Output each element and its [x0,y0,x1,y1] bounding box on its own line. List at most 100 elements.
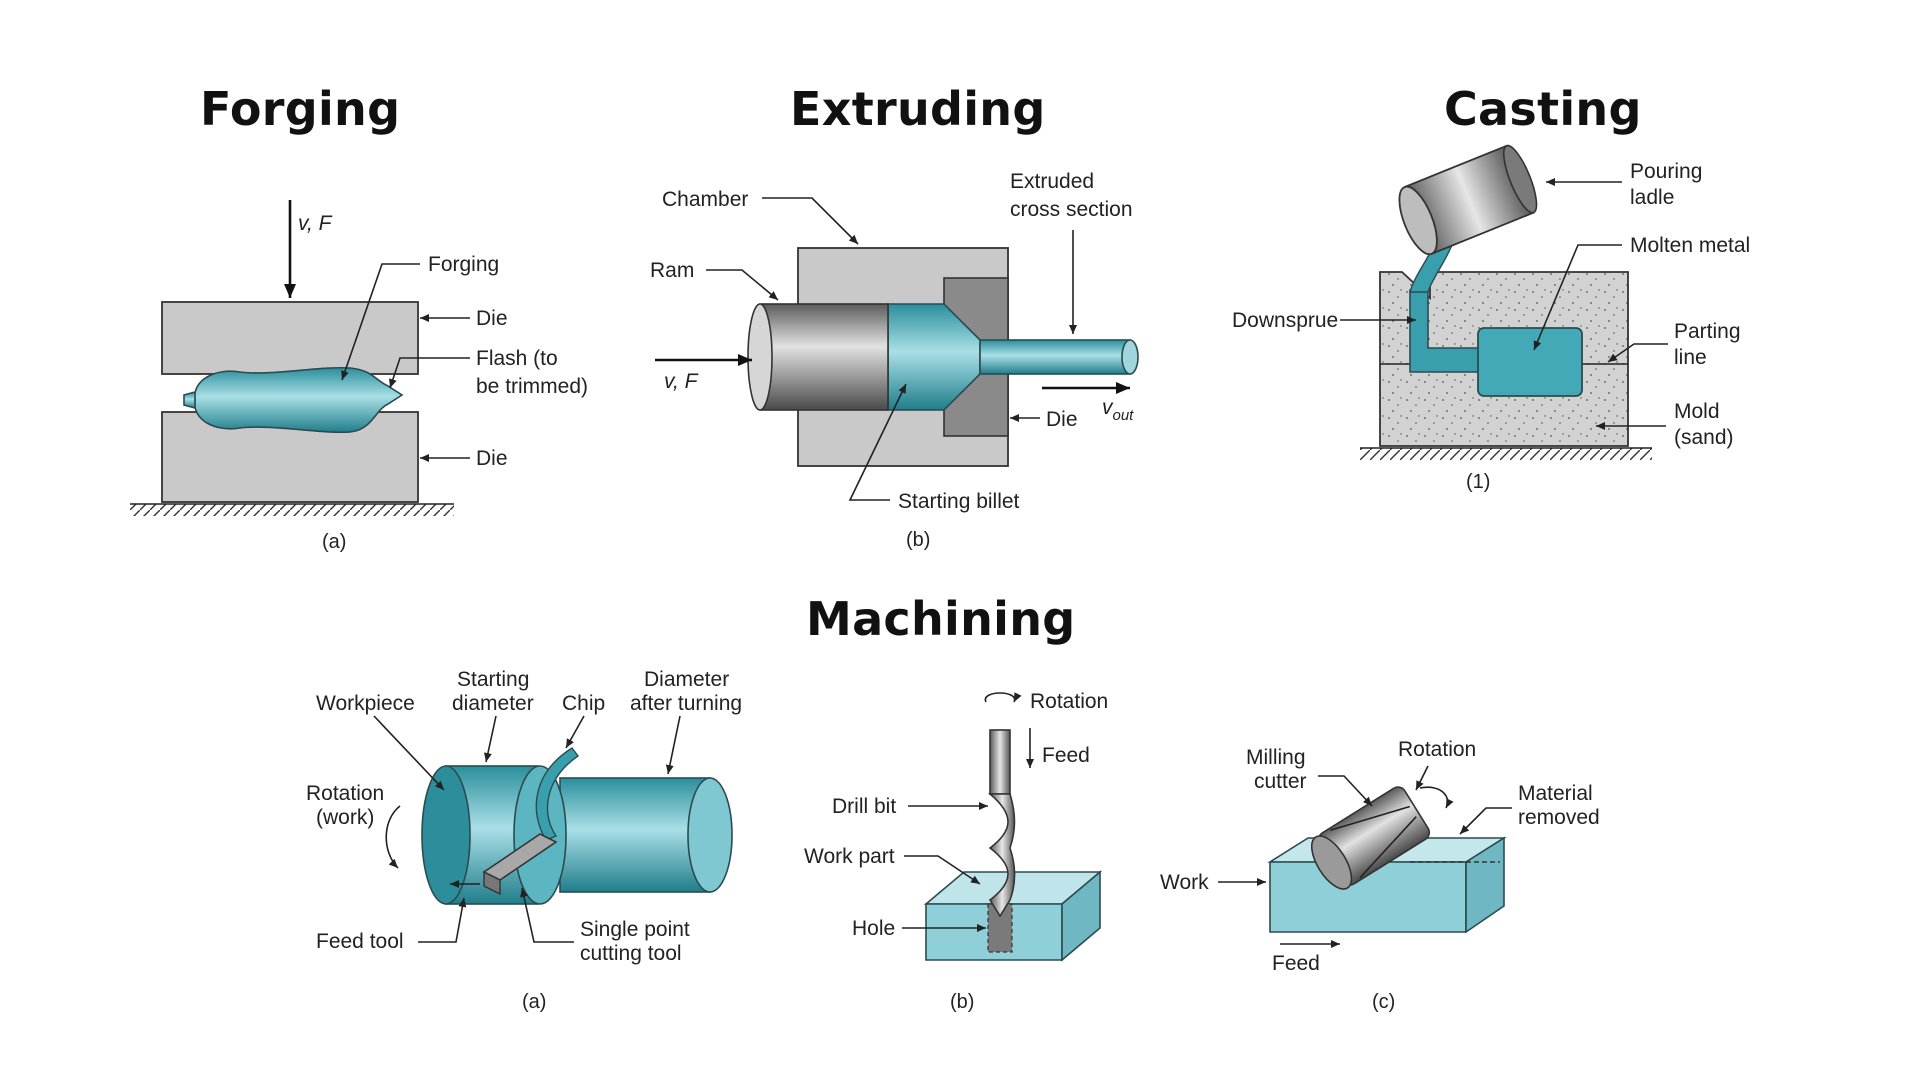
extruded-product [979,339,1131,375]
mill-feed-label: Feed [1272,952,1320,975]
die-top-label: Die [476,307,508,330]
ladle-label-line1: Pouring [1630,160,1702,183]
parting-label-line1: Parting [1674,320,1741,343]
workpiece-leader [373,715,445,791]
starting-label-line2: diameter [452,692,534,715]
mill-work-label: Work [1160,871,1209,894]
extruded-end [1121,339,1139,375]
drill-rotation-label: Rotation [1030,690,1108,713]
ram-vf-label: v, F [664,370,699,393]
extruded-label-line2: cross section [1010,198,1133,221]
ram [759,303,889,411]
chip-leader [565,715,585,749]
starting-label-line1: Starting [457,668,529,691]
removed-label-line1: Material [1518,782,1593,805]
starting-leader [484,715,497,763]
casting-title: Casting [1444,82,1642,136]
turned-end [687,777,733,893]
removed-label-line2: removed [1518,806,1600,829]
billet-label: Starting billet [898,490,1020,513]
drill-shank [989,729,1011,795]
feed-tool-label: Feed tool [316,930,404,953]
diameter-label-line2: after turning [630,692,742,715]
turning-diagram: Workpiece Starting diameter Chip Diamete… [306,668,742,1013]
forging-leader [341,263,420,381]
ground-hatch [130,504,454,516]
workpiece-label: Workpiece [316,692,415,715]
feed-tool-leader [418,897,467,943]
drilling-caption: (b) [950,991,974,1013]
ladle-rim [1398,185,1438,256]
ram-end [747,303,773,411]
mold-label-line1: Mold [1674,400,1720,423]
ram-leader [706,269,779,301]
ladle-label-line2: ladle [1630,186,1674,209]
mold-label-line2: (sand) [1674,426,1734,449]
mold-cavity-metal [1477,327,1583,397]
milling-cutter [1310,786,1431,890]
molten-leader [1533,244,1622,351]
vout-label: vout [1102,396,1134,424]
forging-label: Forging [428,253,499,276]
flash-left [183,390,196,410]
pouring-ladle [1398,144,1538,256]
milling-caption: (c) [1372,991,1395,1013]
extruded-label-line1: Extruded [1010,170,1094,193]
machining-title: Machining [806,592,1076,646]
extruding-title: Extruding [790,82,1046,136]
rotation-label-line2: (work) [316,806,374,829]
chamber-label: Chamber [662,188,748,211]
downsprue-label: Downsprue [1232,309,1338,332]
flash-label-line2: be trimmed) [476,375,588,398]
cutter-end [1310,835,1353,890]
ladle-back [1502,144,1538,214]
drilling-diagram: Rotation Feed Drill bit Work part Hole (… [804,690,1108,1013]
forged-part [194,366,404,434]
casting-ground-hatch [1360,448,1652,460]
extruding-diagram: v, F Chamber Ram Extruded cross section … [650,170,1139,551]
milling-diagram: Milling cutter Rotation Material removed… [1160,738,1600,1013]
billet-leader [848,383,907,501]
forging-title: Forging [200,82,401,136]
single-label-line1: Single point [580,918,690,941]
cutter-leader [1318,775,1373,807]
flash-leader [389,357,470,389]
chip-label: Chip [562,692,605,715]
parting-leader [1607,343,1668,363]
forging-caption: (a) [322,531,346,553]
hole-label: Hole [852,917,895,940]
rotation-leader [1415,765,1429,791]
work-part-leader [904,855,981,885]
drill-block-side [1061,870,1101,962]
parting-label-line2: line [1674,346,1707,369]
cutter-label-line1: Milling [1246,746,1306,769]
rotation-label-line1: Rotation [306,782,384,805]
casting-diagram: Pouring ladle Molten metal Downsprue Par… [1232,144,1750,493]
mill-rotation-label: Rotation [1398,738,1476,761]
single-label-line2: cutting tool [580,942,682,965]
cutter-flute-2 [1359,816,1417,879]
turning-caption: (a) [522,991,546,1013]
work-part-label: Work part [804,845,895,868]
molten-label: Molten metal [1630,234,1750,257]
extruding-caption: (b) [906,529,930,551]
diameter-leader [665,715,681,775]
drill-bit-label: Drill bit [832,795,896,818]
casting-caption: (1) [1466,471,1490,493]
cutter-flute-1 [1330,805,1411,832]
chip [535,747,579,841]
drill-feed-label: Feed [1042,744,1090,767]
diameter-label-line1: Diameter [644,668,729,691]
cutter-label-line2: cutter [1254,770,1307,793]
cutting-tool-side [483,870,501,896]
extrude-die-label: Die [1046,408,1078,431]
chamber-leader [762,197,859,245]
mill-rotation-arrow [1419,786,1454,809]
rotation-arrow [385,805,401,869]
ram-label: Ram [650,259,694,282]
flash-label-line1: Flash (to [476,347,558,370]
die-bottom-label: Die [476,447,508,470]
upper-die [161,301,419,375]
